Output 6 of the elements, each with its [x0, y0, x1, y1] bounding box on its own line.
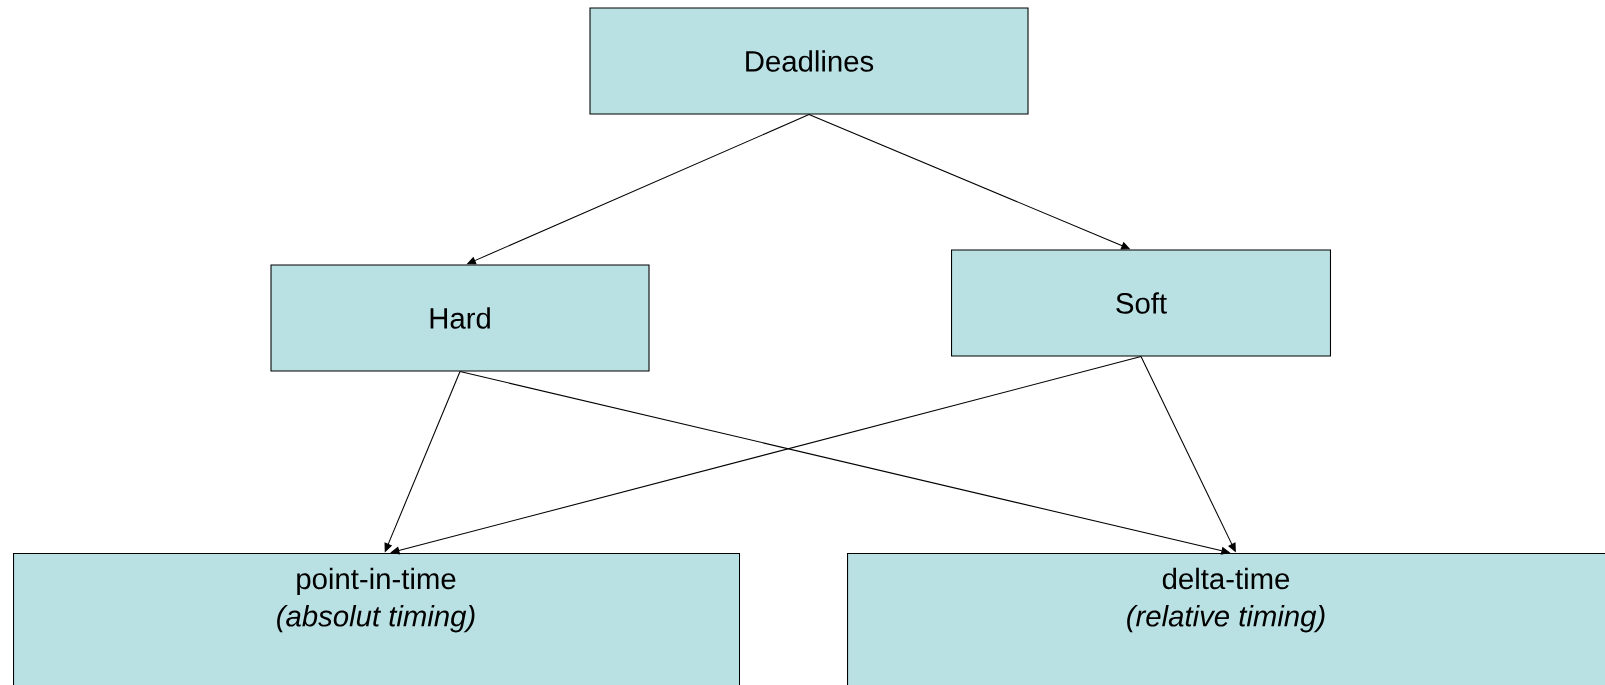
category-box: Hard: [270, 264, 650, 372]
category-box: Deadlines: [589, 7, 1029, 115]
category-box: point-in-time (absolut timing): [13, 553, 741, 685]
arrow: [390, 356, 1142, 555]
category-box: delta-time (relative timing): [847, 553, 1605, 685]
category-box: Soft: [951, 249, 1332, 357]
